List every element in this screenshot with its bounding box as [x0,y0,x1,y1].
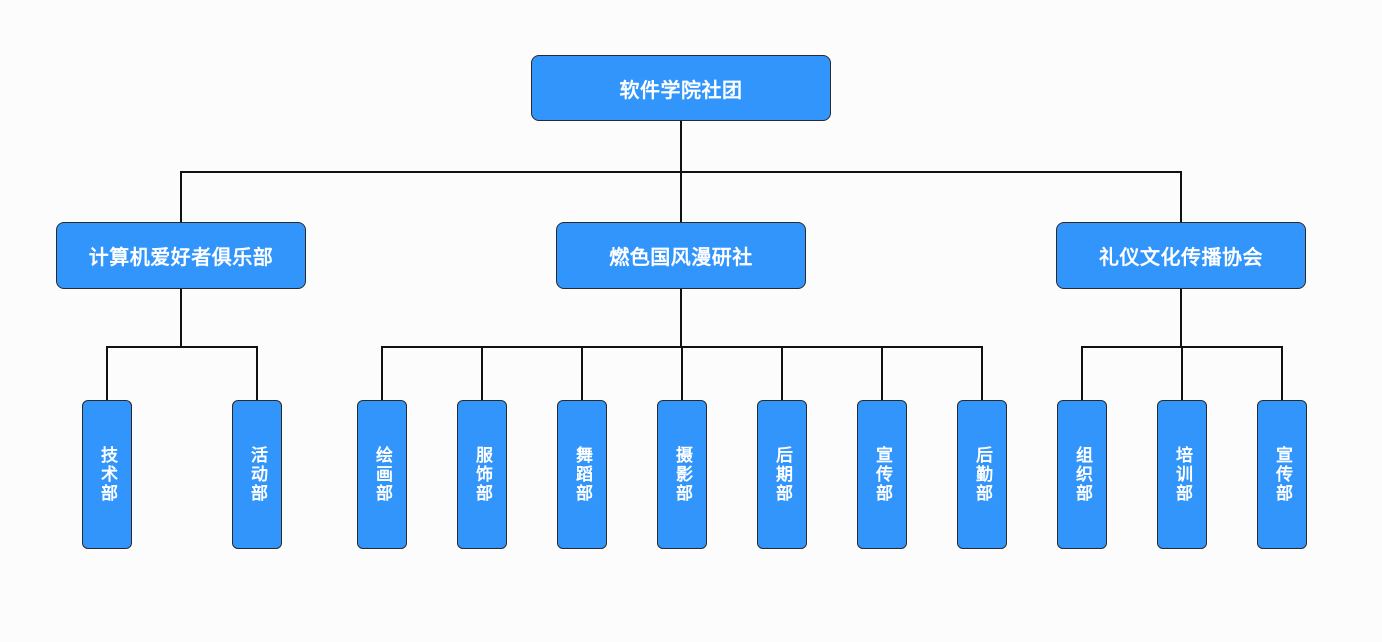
dept-node-organization: 组织部 [1057,400,1107,549]
dept-node-photography: 摄影部 [657,400,707,549]
dept-label: 技术部 [97,446,117,503]
dept-label: 服饰部 [472,446,492,503]
root-node: 软件学院社团 [531,55,831,121]
root-label: 软件学院社团 [619,77,743,102]
dept-label: 后勤部 [972,446,992,503]
dept-node-publicity: 宣传部 [1257,400,1307,549]
dept-node-publicity: 宣传部 [857,400,907,549]
dept-node-costume: 服饰部 [457,400,507,549]
dept-label: 舞蹈部 [572,446,592,503]
club-node-etiquette-culture: 礼仪文化传播协会 [1056,222,1306,289]
dept-label: 宣传部 [872,446,892,503]
club-label: 燃色国风漫研社 [609,245,753,269]
club-label: 礼仪文化传播协会 [1099,245,1263,269]
dept-label: 组织部 [1072,446,1092,503]
dept-node-logistics: 后勤部 [957,400,1007,549]
dept-label: 摄影部 [672,446,692,503]
dept-label: 培训部 [1172,446,1192,503]
dept-label: 活动部 [247,446,267,503]
dept-node-tech: 技术部 [82,400,132,549]
club-node-guofeng-anime: 燃色国风漫研社 [556,222,806,289]
dept-node-training: 培训部 [1157,400,1207,549]
dept-node-post-production: 后期部 [757,400,807,549]
club-label: 计算机爱好者俱乐部 [88,245,274,269]
dept-node-activities: 活动部 [232,400,282,549]
dept-node-painting: 绘画部 [357,400,407,549]
dept-label: 宣传部 [1272,446,1292,503]
dept-label: 后期部 [772,446,792,503]
club-node-computer-enthusiasts: 计算机爱好者俱乐部 [56,222,306,289]
dept-node-dance: 舞蹈部 [557,400,607,549]
dept-label: 绘画部 [372,446,392,503]
